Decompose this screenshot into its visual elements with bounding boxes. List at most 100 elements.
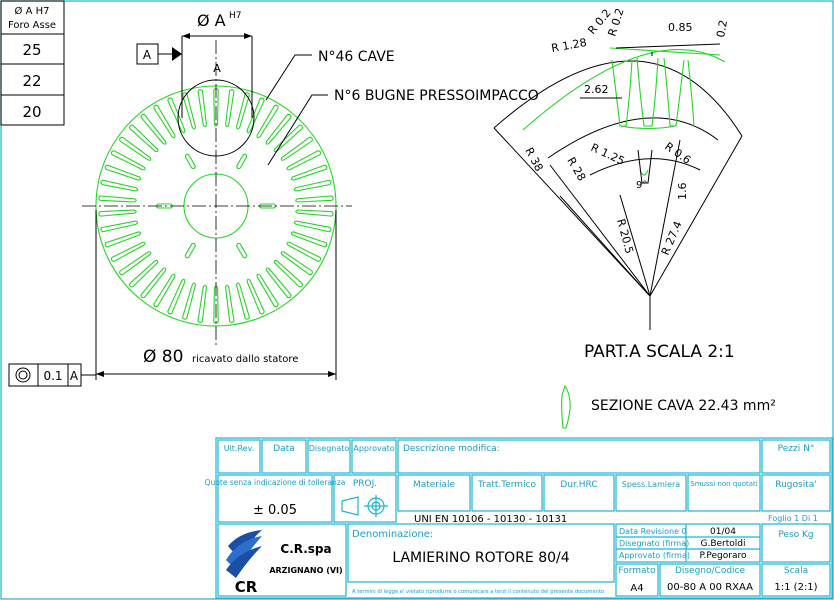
- rotor-slot: [265, 267, 292, 299]
- disegnato-firma-label: Disegnato (firma): [619, 539, 689, 548]
- company-city: ARZIGNANO (VI): [269, 566, 342, 575]
- detail-a-mark: A: [213, 62, 221, 75]
- rotor-slot: [225, 284, 235, 323]
- rotor-slot: [153, 104, 176, 139]
- general-tolerance: ± 0.05: [253, 503, 297, 518]
- rotor-slot: [280, 251, 313, 276]
- press-bump: [184, 153, 196, 170]
- col-ult-rev: Ult.Rev.: [224, 444, 255, 453]
- col-tratt-termico: Tratt.Termico: [477, 480, 537, 490]
- rotor-slot: [246, 97, 265, 134]
- rotor-slot: [286, 150, 322, 171]
- arc-outer: [522, 49, 726, 131]
- quote-note: Quote senza indicazione di tolleranza: [205, 478, 346, 487]
- bore-value-20: 20: [22, 103, 41, 121]
- dim-262: 2.62: [584, 83, 609, 96]
- logo-text: CR: [235, 578, 258, 596]
- uni-en-standard: UNI EN 10106 - 10130 - 10131: [414, 514, 567, 525]
- scala-label: Scala: [784, 566, 808, 576]
- rotor-slot: [98, 209, 137, 217]
- foglio-label: Foglio 1 Di 1: [768, 514, 818, 523]
- press-bump: [236, 153, 248, 170]
- title-block: Ult.Rev. Data Disegnato Approvato Descri…: [205, 437, 833, 599]
- dim-9deg: 9°: [636, 180, 647, 191]
- rotor-slot: [295, 195, 334, 203]
- rotor-view: A Ø A H7 A N°46 CAVE N°6 BUGNE PRESSOIMP…: [8, 11, 539, 387]
- data-revisione-value: 01/04: [710, 527, 736, 537]
- peso-label: Peso Kg: [778, 530, 813, 540]
- dim-r205: R 20.5: [614, 217, 636, 255]
- rotor-slot: [110, 150, 146, 171]
- cr-logo-icon: CR: [224, 530, 268, 596]
- dim-16: 1.6: [676, 183, 689, 201]
- rotor-slot: [286, 241, 322, 262]
- proj-label: PROJ.: [353, 479, 377, 489]
- col-dur-hrc: Dur.HRC: [560, 480, 597, 490]
- denominazione-value: LAMIERINO ROTORE 80/4: [392, 550, 569, 566]
- dim-80-value: Ø 80: [143, 347, 183, 367]
- ray-left: [493, 127, 651, 297]
- press-bumps: [155, 153, 277, 259]
- formato-value: A4: [630, 583, 643, 594]
- rotor-slot: [153, 273, 176, 308]
- press-bump: [258, 203, 277, 209]
- bore-header-1: Ø A H7: [15, 5, 50, 17]
- rotor-slot: [182, 282, 196, 320]
- dim-02: 0.2: [714, 19, 730, 38]
- detail-a-view: R 0.2 R 0.2 0.85 0.2 R 1.28 2.62 R 1.25 …: [493, 7, 776, 429]
- bore-value-22: 22: [22, 72, 41, 90]
- rotor-slot: [213, 87, 219, 127]
- detail-a-circle: [177, 79, 255, 157]
- rotor-slot: [295, 209, 334, 217]
- bore-value-25: 25: [22, 41, 41, 59]
- press-bump: [155, 203, 174, 209]
- rotor-slot: [236, 92, 250, 130]
- press-bump: [184, 242, 196, 259]
- col-approvato: Approvato: [353, 444, 394, 453]
- rotor-slot: [104, 164, 142, 181]
- rotor-slot: [290, 164, 328, 181]
- dim-r128: R 1.28: [550, 36, 587, 55]
- approvato-firma-value: P.Pegoraro: [700, 551, 747, 561]
- formato-label: Formato: [618, 566, 656, 576]
- rotor-slot: [110, 241, 146, 262]
- dim-r274: R 27.4: [659, 219, 685, 257]
- datum-letter: A: [143, 48, 152, 62]
- rotor-slot: [98, 195, 137, 203]
- dim-085: 0.85: [668, 21, 693, 34]
- bore-table: Ø A H7 Foro Asse 25 22 20: [0, 0, 65, 126]
- rotor-slot: [256, 104, 279, 139]
- press-bump: [236, 242, 248, 259]
- col-pezzi: Pezzi N°: [778, 444, 815, 454]
- approvato-firma-label: Approvato (firma): [619, 551, 690, 560]
- data-revisione-label: Data Revisione 0: [619, 527, 687, 536]
- rotor-slot: [104, 231, 142, 248]
- rotor-slot: [197, 89, 207, 128]
- col-rugosita: Rugosita': [775, 480, 816, 490]
- dim-a-h7: H7: [229, 11, 242, 21]
- slots-leader: [265, 54, 312, 101]
- rotor-slot: [265, 113, 292, 145]
- rotor-slot: [213, 285, 219, 325]
- rotor-slot: [119, 136, 152, 161]
- dim-r38: R 38: [522, 145, 545, 173]
- bumps-leader: [267, 94, 328, 166]
- disegno-label: Disegno/Codice: [675, 566, 746, 576]
- rotor-slot: [273, 259, 303, 288]
- rotor-slot: [119, 251, 152, 276]
- rotor-slot: [197, 284, 207, 323]
- rotor-slot: [225, 89, 235, 128]
- tolerance-datum: A: [70, 369, 79, 383]
- rotor-slot: [293, 179, 332, 192]
- arc-r38: [493, 60, 743, 137]
- col-data: Data: [273, 444, 295, 454]
- rotor-slot: [293, 220, 332, 233]
- slots-label: N°46 CAVE: [318, 49, 395, 65]
- rotor-slot: [129, 124, 159, 153]
- slot-section-symbol: [561, 384, 571, 429]
- projection-symbol-icon: [341, 495, 388, 517]
- rotor-slot: [280, 136, 313, 161]
- rotor-slot: [236, 282, 250, 320]
